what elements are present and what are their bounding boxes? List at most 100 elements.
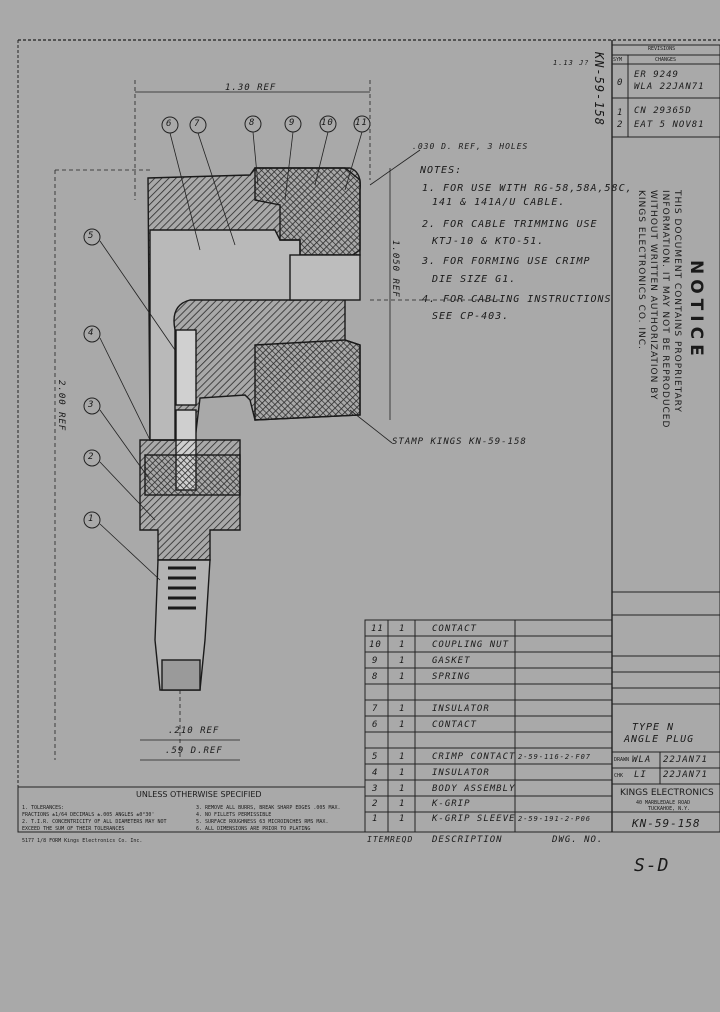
part-3-desc: BODY ASSEMBLY — [432, 784, 516, 794]
part-9-desc: GASKET — [432, 656, 471, 666]
part-9-req: 1 — [399, 656, 406, 666]
note-3-line-2: DIE SIZE G1. — [432, 274, 517, 285]
part-8-item: 8 — [372, 672, 379, 682]
part-4-req: 1 — [399, 768, 406, 778]
part-4-item: 4 — [372, 768, 379, 778]
parts-header-item: ITEM — [367, 835, 391, 844]
revision-row-0-sub: WLA 22JAN71 — [634, 82, 705, 92]
revision-row-0-sym: 0 — [617, 78, 624, 88]
connector-section — [139, 167, 361, 691]
balloon-5: 5 — [88, 231, 95, 241]
balloon-7: 7 — [194, 119, 201, 129]
notice-title: NOTICE — [686, 260, 706, 361]
part-10-desc: COUPLING NUT — [432, 640, 510, 650]
part-1-req: 1 — [399, 814, 406, 824]
balloon-4: 4 — [88, 328, 95, 338]
part-1-drawing-number: 2-59-191-2-P06 — [518, 815, 592, 823]
center-lines — [54, 80, 500, 760]
balloon-3: 3 — [88, 400, 95, 410]
revision-row-1-sym: 1 — [617, 108, 624, 118]
part-8-desc: SPRING — [432, 672, 471, 682]
revision-row-2-sym: 2 — [617, 120, 624, 130]
part-10-req: 1 — [399, 640, 406, 650]
note-4-line-1: 4. FOR CABLING INSTRUCTIONS — [422, 294, 612, 305]
general-notes-box — [17, 786, 366, 833]
part-11-desc: CONTACT — [432, 624, 477, 634]
company-address-1: 40 MARBLEDALE ROAD — [636, 800, 691, 806]
part-1-desc: K-GRIP SLEEVE — [432, 814, 516, 824]
balloon-9: 9 — [289, 118, 296, 128]
part-6-req: 1 — [399, 720, 406, 730]
general-note-right-1: 3. REMOVE ALL BURRS, BREAK SHARP EDGES .… — [196, 805, 341, 811]
parts-header-description: DESCRIPTION — [432, 835, 503, 845]
company-name: KINGS ELECTRONICS — [620, 788, 714, 798]
drawn-by: WLA — [632, 755, 652, 765]
part-10-item: 10 — [369, 640, 382, 650]
note-1-line-1: 1. FOR USE WITH RG-58,58A,58C, — [422, 183, 633, 194]
sheet-size: S-D — [634, 855, 670, 876]
title-block-lines — [611, 591, 720, 833]
title-block-drawing-number: KN-59-158 — [632, 817, 701, 830]
balloon-1: 1 — [88, 514, 95, 524]
revision-row-1-text: CN 29365D — [634, 106, 692, 116]
revision-row-2-text: EAT 5 NOV81 — [634, 120, 705, 130]
general-note-right-3: 5. SURFACE ROUGHNESS 63 MICROINCHES RMS … — [196, 819, 329, 825]
note-3-line-1: 3. FOR FORMING USE CRIMP — [422, 256, 591, 267]
part-7-req: 1 — [399, 704, 406, 714]
part-3-item: 3 — [372, 784, 379, 794]
checked-by: LI — [634, 770, 647, 780]
dimension-right-vertical: 1.050 REF — [390, 240, 400, 298]
general-note-left-4: EXCEED THE SUM OF THEIR TOLERANCES — [22, 826, 125, 832]
part-1-item: 1 — [372, 814, 379, 824]
revision-row-0-text: ER 9249 — [634, 70, 679, 80]
general-notes-heading: UNLESS OTHERWISE SPECIFIED — [136, 790, 262, 799]
dimension-bottom-ref2: .59 D.REF — [165, 746, 223, 756]
checked-label: CHK — [614, 773, 624, 779]
note-2-line-2: KTJ-10 & KTO-51. — [432, 236, 545, 247]
part-4-desc: INSULATOR — [432, 768, 490, 778]
part-11-req: 1 — [399, 624, 406, 634]
vertical-drawing-number: KN-59-158 — [592, 52, 606, 127]
title-line-1: TYPE N — [632, 722, 675, 733]
part-6-desc: CONTACT — [432, 720, 477, 730]
part-3-req: 1 — [399, 784, 406, 794]
part-8-req: 1 — [399, 672, 406, 682]
dimension-lines — [135, 91, 421, 761]
dimension-bottom-ref1: .210 REF — [168, 726, 220, 736]
part-6-item: 6 — [372, 720, 379, 730]
part-5-item: 5 — [372, 752, 379, 762]
drawn-label: DRAWN — [614, 757, 630, 763]
dimension-holes: .030 D. REF, 3 HOLES — [412, 142, 529, 151]
part-11-item: 11 — [371, 624, 384, 634]
general-note-left-1: 1. TOLERANCES: — [22, 805, 65, 811]
revisions-sym-header: SYM — [613, 57, 623, 63]
notice-line-1: THIS DOCUMENT CONTAINS PROPRIETARY — [672, 190, 682, 413]
balloon-2: 2 — [88, 452, 95, 462]
drawn-date: 22JAN71 — [663, 755, 708, 765]
dimension-top-ref: 1.30 REF — [225, 83, 277, 93]
balloon-6: 6 — [166, 119, 173, 129]
notice-line-2: INFORMATION. IT MAY NOT BE REPRODUCED — [660, 190, 670, 429]
parts-table-lines — [364, 619, 613, 833]
leader-lines — [99, 131, 363, 581]
note-2-line-1: 2. FOR CABLE TRIMMING USE — [422, 219, 598, 230]
sheet-reference: 1.13 J? — [553, 59, 590, 67]
stamp-note: STAMP KINGS KN-59-158 — [392, 437, 527, 447]
part-2-desc: K-GRIP — [432, 799, 471, 809]
part-9-item: 9 — [372, 656, 379, 666]
company-address-2: TUCKAHOE, N.Y. — [648, 806, 691, 812]
form-footer: 5177 1/8 FORM Kings Electronics Co. Inc. — [22, 838, 143, 844]
parts-header-reqd: REQD — [390, 835, 414, 844]
balloon-11: 11 — [355, 118, 368, 128]
part-7-item: 7 — [372, 704, 379, 714]
dimension-left-vertical: 2.00 REF — [56, 380, 66, 432]
general-note-left-3: 2. T.I.R. CONCENTRICITY OF ALL DIAMETERS… — [22, 819, 167, 825]
parts-header-dwg-no: DWG. NO. — [552, 835, 604, 845]
sheet-border — [17, 39, 720, 832]
note-1-line-2: 141 & 141A/U CABLE. — [432, 197, 566, 208]
part-7-desc: INSULATOR — [432, 704, 490, 714]
part-5-req: 1 — [399, 752, 406, 762]
note-4-line-2: SEE CP-403. — [432, 311, 510, 322]
